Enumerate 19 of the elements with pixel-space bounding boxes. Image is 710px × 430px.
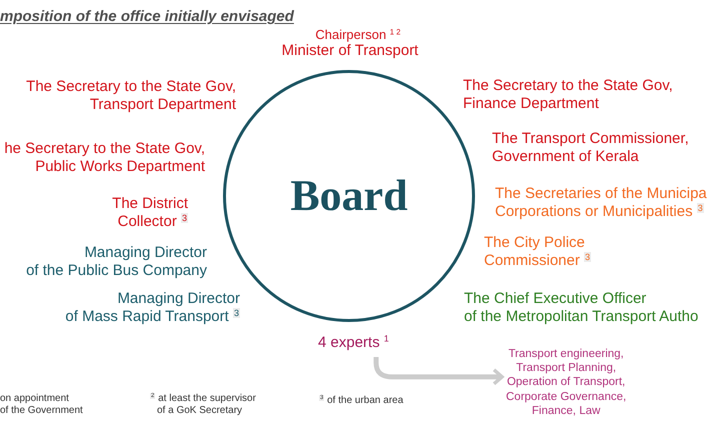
member-name: The Secretaries of the Municipa Corporations or Municipalities $^{3}$	[495, 185, 707, 221]
experts-label: 4 experts $^{1}$	[318, 334, 389, 352]
footnote: $^{2}$ at least the supervisor of a GoK Secretary	[150, 393, 256, 417]
member-name: Managing Director of Mass Rapid Transport $^{3}$	[65, 290, 240, 326]
member-name: he Secretary to the State Gov, Public Works Department	[4, 140, 205, 176]
member-name: The Chief Executive Officer of the Metropolitan Transport Autho	[464, 290, 698, 326]
footnote: on appointment of the Government	[0, 393, 83, 417]
member-name: Minister of Transport	[282, 42, 418, 60]
member-name: The Transport Commissioner, Government of Kerala	[492, 130, 689, 166]
member-name: Managing Director of the Public Bus Company	[26, 244, 207, 280]
board-label: Board	[290, 172, 408, 220]
member-name: The Secretary to the State Gov, Finance Department	[463, 77, 673, 113]
expertise-list: Transport engineering, Transport Planning, Operation of Transport, Corporate Governance, Finance, Law	[506, 347, 626, 418]
member-name: The City Police Commissioner $^{3}$	[484, 234, 592, 270]
member-name: The Secretary to the State Gov, Transport Department	[26, 78, 236, 114]
diagram-title: mposition of the office initially envisaged	[0, 7, 294, 27]
chairperson-label: Chairperson $^{1 2}$	[315, 27, 401, 43]
member-name: The District Collector $^{3}$	[112, 195, 188, 231]
footnote: $^{3}$ of the urban area	[319, 395, 404, 407]
